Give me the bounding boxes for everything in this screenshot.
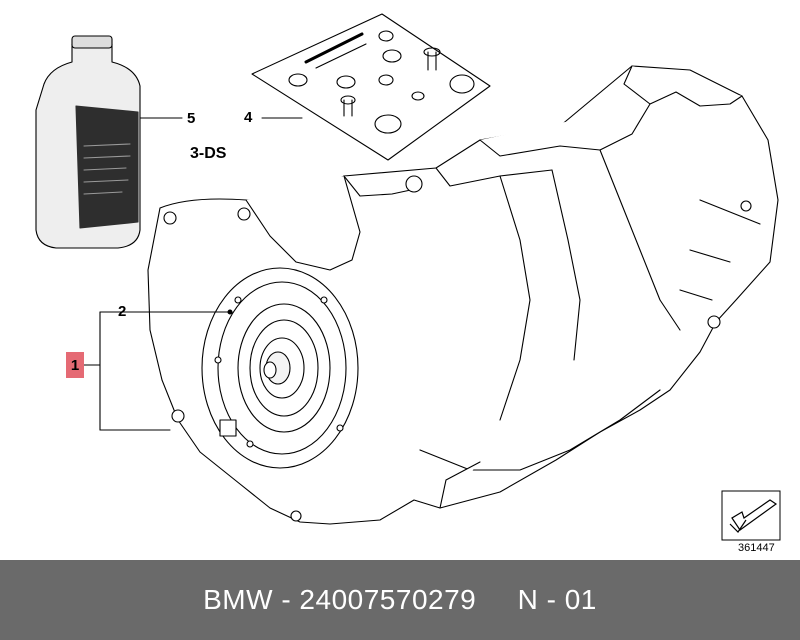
callout-1: 1 [66, 352, 84, 378]
transmission-diagram [35, 13, 781, 541]
callout-2: 2 [118, 303, 127, 320]
callout-4: 4 [244, 109, 253, 126]
reference-number: 361447 [738, 542, 775, 554]
torque-converter [201, 267, 359, 469]
bolt-kit [251, 13, 491, 161]
leader-2-dot [227, 309, 233, 315]
footer-part-number: BMW - 24007570279 N - 01 [203, 584, 597, 615]
oil-bottle [35, 35, 141, 249]
arrow-direction-icon [721, 490, 781, 541]
callout-5: 5 [187, 110, 196, 127]
footer-bar: BMW - 24007570279 N - 01 [0, 560, 800, 640]
callout-3-ds: 3-DS [190, 145, 227, 162]
